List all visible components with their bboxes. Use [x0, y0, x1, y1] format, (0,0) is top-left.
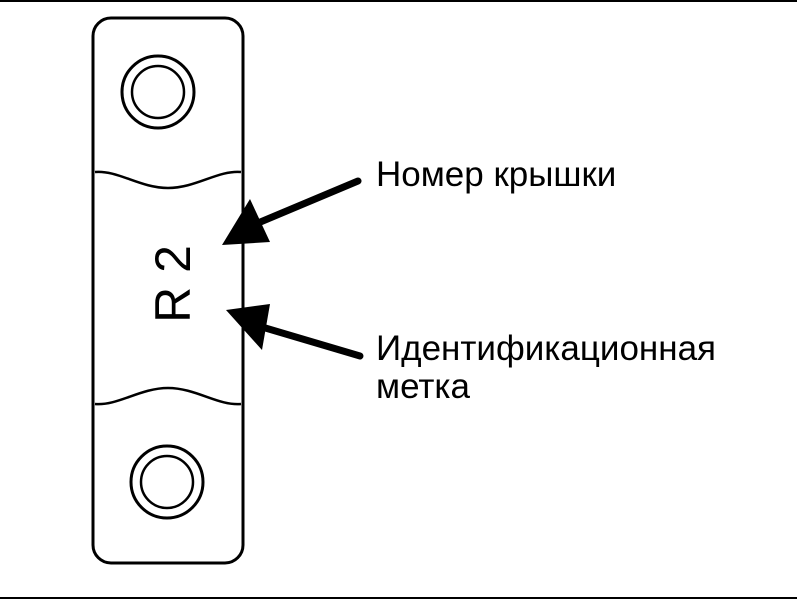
id-mark-label-line-2: метка	[376, 367, 470, 406]
bottom-bolt-hole	[129, 444, 205, 520]
id-mark-label: Идентификационная метка	[376, 330, 716, 406]
upper-wave-line	[94, 170, 242, 190]
id-mark-label-line-1: Идентификационная	[376, 329, 716, 368]
lower-wave-line	[94, 386, 242, 406]
bearing-cap-outline	[91, 16, 245, 565]
cap-number-arrow	[222, 177, 362, 245]
top-bolt-hole	[120, 54, 196, 130]
cap-number-label: Номер крышки	[376, 155, 617, 194]
top-border	[0, 0, 797, 2]
cap-marking: R 2	[145, 245, 201, 323]
bottom-border	[0, 597, 797, 599]
id-mark-arrow	[226, 304, 364, 360]
